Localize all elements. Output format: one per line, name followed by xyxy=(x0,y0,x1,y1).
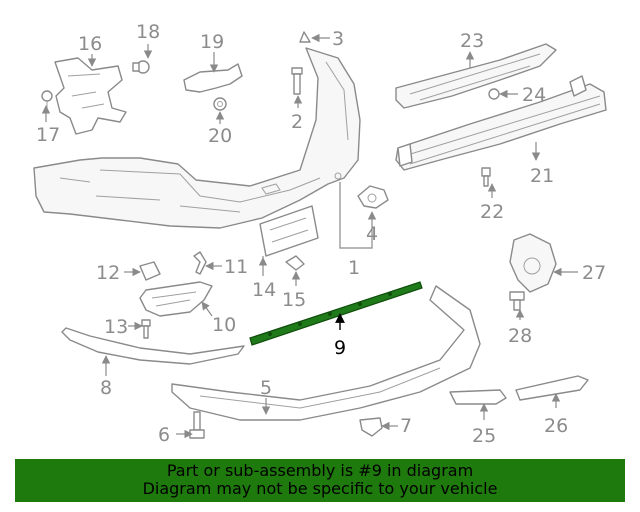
part-2-bolt[interactable] xyxy=(291,67,303,95)
part-19-bracket[interactable] xyxy=(183,63,243,93)
callout-17: 17 xyxy=(36,124,60,146)
callout-23: 23 xyxy=(460,30,484,52)
part-25-reflector[interactable] xyxy=(449,389,507,405)
callout-18: 18 xyxy=(136,21,160,43)
callout-21: 21 xyxy=(530,165,554,187)
callout-13: 13 xyxy=(104,316,128,338)
part-1-bumper-cover[interactable] xyxy=(33,47,361,229)
callout-19: 19 xyxy=(200,31,224,53)
part-27-bracket[interactable] xyxy=(509,233,557,293)
callout-labels: 1 2 3 4 5 6 7 8 9 10 11 12 13 14 15 16 1… xyxy=(36,21,606,447)
part-4-bracket[interactable] xyxy=(357,185,389,209)
callout-1: 1 xyxy=(348,257,360,279)
callout-5: 5 xyxy=(260,377,272,399)
part-21-reinforcement[interactable] xyxy=(395,75,607,171)
part-28-bolt[interactable] xyxy=(509,291,525,311)
part-26-reflector[interactable] xyxy=(515,375,589,401)
callout-27: 27 xyxy=(582,262,606,284)
banner-line-1: Part or sub-assembly is #9 in diagram xyxy=(166,461,474,480)
callout-20: 20 xyxy=(208,125,232,147)
callout-15: 15 xyxy=(282,289,306,311)
part-22-bolt[interactable] xyxy=(481,167,491,187)
part-24-nut[interactable] xyxy=(488,88,500,100)
callout-28: 28 xyxy=(508,325,532,347)
callout-12: 12 xyxy=(96,262,120,284)
part-12-clip[interactable] xyxy=(139,261,161,281)
leader-lines xyxy=(41,33,578,439)
part-10-bracket[interactable] xyxy=(139,281,213,317)
callout-26: 26 xyxy=(544,415,568,437)
callout-14: 14 xyxy=(252,279,276,301)
part-3-clip[interactable] xyxy=(299,31,311,43)
part-20-nut[interactable] xyxy=(213,97,227,111)
callout-10: 10 xyxy=(212,314,236,336)
callout-2: 2 xyxy=(291,111,303,133)
banner-line-2: Diagram may not be specific to your vehi… xyxy=(142,479,498,498)
callout-11: 11 xyxy=(224,256,248,278)
callout-8: 8 xyxy=(100,377,112,399)
callout-4: 4 xyxy=(366,223,378,245)
callout-6: 6 xyxy=(158,424,170,446)
part-6-bolt[interactable] xyxy=(189,411,205,439)
callout-3: 3 xyxy=(332,28,344,50)
callout-22: 22 xyxy=(480,201,504,223)
part-15-clip[interactable] xyxy=(285,255,305,271)
callout-25: 25 xyxy=(472,425,496,447)
part-11-rivet[interactable] xyxy=(193,251,207,275)
part-14-plate-bracket[interactable] xyxy=(259,205,319,257)
part-16-side-bracket[interactable] xyxy=(54,57,127,135)
part-7-clip[interactable] xyxy=(359,417,383,437)
part-23-absorber[interactable] xyxy=(395,43,557,109)
info-banner: Part or sub-assembly is #9 in diagram Di… xyxy=(15,459,625,502)
callout-9-highlighted: 9 xyxy=(334,337,346,359)
callout-7: 7 xyxy=(400,415,412,437)
part-18-push-pin[interactable] xyxy=(132,60,150,74)
part-13-bolt[interactable] xyxy=(141,319,151,339)
callout-24: 24 xyxy=(522,84,546,106)
part-5-lower-valance[interactable] xyxy=(171,285,481,421)
part-17-screw[interactable] xyxy=(41,90,53,109)
callout-16: 16 xyxy=(78,33,102,55)
part-8-trim-strip[interactable] xyxy=(61,327,245,365)
